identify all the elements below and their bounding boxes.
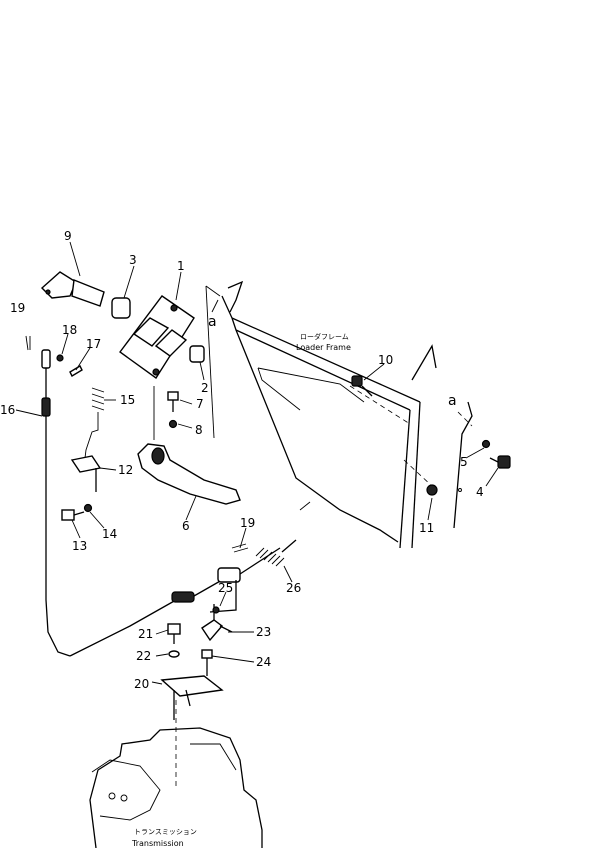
- bolt-part-13: [61, 509, 85, 521]
- callout-3: 3: [129, 253, 137, 267]
- pedal-part: [137, 386, 241, 505]
- pin-part-17: [69, 365, 83, 377]
- bolt-part-21: [167, 623, 181, 644]
- callout-13: 13: [72, 539, 87, 553]
- clip-part-18: [56, 354, 64, 362]
- cotter-pin-part-19-upper: [25, 335, 31, 351]
- callout-2: 2: [201, 381, 209, 395]
- callout-15: 15: [120, 393, 135, 407]
- loader-frame: [205, 280, 437, 549]
- callout-23: 23: [256, 625, 271, 639]
- callout-6: 6: [182, 519, 190, 533]
- callout-7: 7: [196, 397, 204, 411]
- callout-4: 4: [476, 485, 484, 499]
- pin-part-25: [212, 606, 220, 614]
- transmission-label-jp: トランスミッション: [134, 828, 197, 836]
- detail-a-bracket: [453, 401, 473, 529]
- nut-part-11: [426, 484, 438, 496]
- callout-18: 18: [62, 323, 77, 337]
- callout-17: 17: [86, 337, 101, 351]
- callout-1: 1: [177, 259, 185, 273]
- callout-5: 5: [460, 455, 468, 469]
- bushing-part-2: [189, 345, 205, 363]
- cable-end-assembly: [171, 547, 281, 603]
- bolt-part-7: [167, 391, 179, 412]
- transmission-housing: [89, 727, 263, 848]
- bolt-part-10: [351, 375, 373, 397]
- lever-part: [40, 271, 105, 307]
- washer-part-14: [83, 503, 93, 513]
- spring-part-15: [83, 387, 105, 467]
- transmission-label-en: Transmission: [131, 839, 184, 848]
- washer-part-5: [481, 439, 491, 449]
- washer-part-8: [168, 419, 178, 429]
- callout-19-upper: 19: [10, 301, 25, 315]
- spring-part-26: [255, 539, 297, 567]
- callout-12: 12: [118, 463, 133, 477]
- callout-21: 21: [138, 627, 153, 641]
- washer-part-22: [168, 650, 180, 658]
- reference-letter-a-right: a: [448, 393, 457, 409]
- callout-26: 26: [286, 581, 301, 595]
- callout-25: 25: [218, 581, 233, 595]
- callout-8: 8: [195, 423, 203, 437]
- loader-frame-label-jp: ローダフレーム: [300, 332, 349, 341]
- loader-frame-label-en: Loader Frame: [296, 343, 351, 352]
- reference-letter-a-upper: a: [208, 314, 217, 330]
- bushing-part-3: [111, 297, 131, 319]
- callout-22: 22: [136, 649, 151, 663]
- callout-20: 20: [134, 677, 149, 691]
- bolt-part-4: [489, 455, 511, 469]
- callout-19-lower: 19: [240, 516, 255, 530]
- bracket-part-20: [160, 675, 224, 790]
- callout-11: 11: [419, 521, 434, 535]
- bolt-part-24: [201, 649, 213, 676]
- leader-lines: [15, 241, 499, 685]
- bracket-part-12: [70, 455, 102, 492]
- cotter-pin-part-19-lower: [231, 543, 249, 553]
- pedal-bracket: [119, 295, 195, 380]
- callout-24: 24: [256, 655, 271, 669]
- callout-14: 14: [102, 527, 117, 541]
- callout-16: 16: [0, 403, 15, 417]
- callout-10: 10: [378, 353, 393, 367]
- control-cable: [41, 349, 177, 657]
- callout-9: 9: [64, 229, 72, 243]
